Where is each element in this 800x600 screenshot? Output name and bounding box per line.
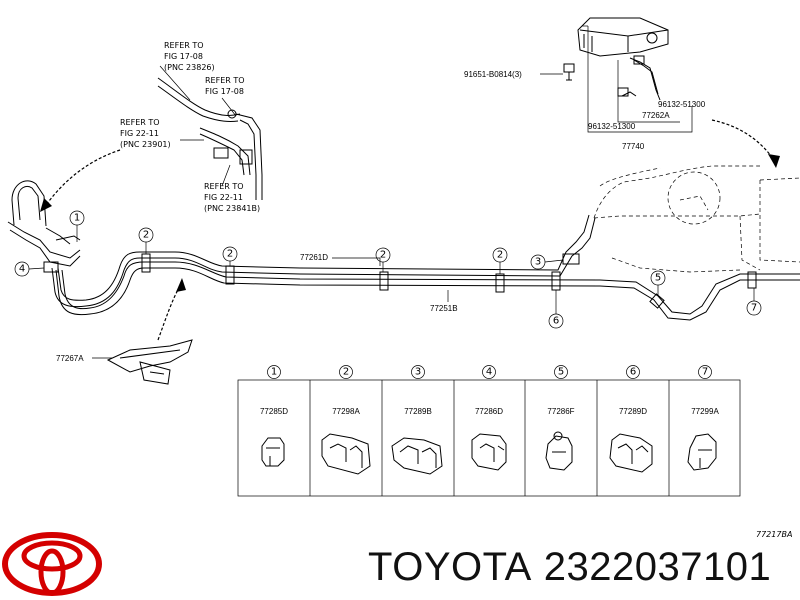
- part-label-bolt: 91651-B0814(3): [464, 70, 522, 79]
- clip-part-code: 77299A: [691, 407, 719, 416]
- canister-bracket: [587, 26, 693, 133]
- clip-number: 1: [271, 367, 277, 378]
- left-assembly: [7, 180, 81, 273]
- refer-block-3: REFER TO FIG 22-11 (PNC 23901): [120, 118, 171, 149]
- refer-block-4: REFER TO FIG 22-11 (PNC 23841B): [204, 182, 260, 213]
- engine-pipes: [157, 77, 263, 200]
- refer-3-line-3: (PNC 23901): [120, 140, 171, 149]
- fuel-tank-outline: [593, 165, 800, 273]
- part-label-hose-assy: 77262A: [642, 111, 670, 120]
- clip-part-code: 77285D: [260, 407, 288, 416]
- brand-name: TOYOTA: [368, 545, 532, 589]
- refer-1-line-1: REFER TO: [164, 41, 204, 50]
- part-label-tube-upper: 77261D: [300, 253, 328, 262]
- refer-block-1: REFER TO FIG 17-08 (PNC 23826): [164, 41, 215, 72]
- tube-clamps: [141, 253, 757, 309]
- callout-number: 3: [535, 257, 541, 268]
- clip-part-code: 77289D: [619, 407, 647, 416]
- clip-drawing-7: [687, 433, 717, 471]
- callout-number: 4: [19, 264, 25, 275]
- hose-bracket: [617, 60, 680, 123]
- fuel-tube-main: [51, 214, 800, 321]
- refer-3-line-1: REFER TO: [120, 118, 160, 127]
- refer-4-line-3: (PNC 23841B): [204, 204, 260, 213]
- canister-arrow: [711, 119, 775, 161]
- callouts: 1 2 2 2 2 3 4 5 6 7: [14, 210, 762, 329]
- refer-2-leader: [221, 97, 237, 117]
- clip-part-code: 77298A: [332, 407, 360, 416]
- canister-drawing: [577, 17, 669, 101]
- part-label-canister: 77740: [622, 142, 645, 151]
- callout-number: 2: [497, 250, 503, 261]
- refer-4-line-2: FIG 22-11: [204, 193, 243, 202]
- refer-1-leader: [159, 65, 191, 101]
- refer-2-line-2: FIG 17-08: [205, 87, 244, 96]
- callout-number: 6: [553, 316, 559, 327]
- refer-4-leader: [221, 164, 231, 187]
- toyota-logo: [2, 532, 102, 596]
- canister-arrow-head: [768, 154, 780, 168]
- clip-drawing-3: [391, 437, 443, 475]
- refer-4-line-1: REFER TO: [204, 182, 244, 191]
- callout-number: 2: [380, 250, 386, 261]
- callout-number: 7: [751, 303, 757, 314]
- clip-part-code: 77286D: [475, 407, 503, 416]
- figure-code: 77217BA: [756, 530, 792, 539]
- clip-number: 4: [486, 367, 492, 378]
- clip-number: 3: [415, 367, 421, 378]
- part-label-protector: 77267A: [56, 354, 84, 363]
- protector-arrow: [157, 285, 181, 341]
- part-label-tube-lower: 77251B: [430, 304, 458, 313]
- refer-3-arrow: [45, 149, 121, 206]
- clip-drawing-1: [261, 437, 285, 467]
- clip-part-code: 77286F: [547, 407, 574, 416]
- part-number: 2322037101: [543, 545, 772, 589]
- clip-number: 7: [702, 367, 708, 378]
- refer-1-line-3: (PNC 23826): [164, 63, 215, 72]
- callout-number: 2: [143, 230, 149, 241]
- clip-drawing-2: [321, 433, 371, 475]
- clip-number: 6: [630, 367, 636, 378]
- callout-number: 2: [227, 249, 233, 260]
- clip-part-code: 77289B: [404, 407, 432, 416]
- part-label-hose-right: 96132-51300: [658, 100, 706, 109]
- logo-horizontal-ring: [21, 540, 83, 572]
- logo-vertical-ring: [38, 548, 66, 596]
- clip-table-frame: [237, 379, 741, 497]
- part-label-hose-left: 96132-51300: [588, 122, 636, 131]
- clip-drawing-5: [545, 431, 573, 471]
- clip-number: 5: [558, 367, 564, 378]
- refer-1-line-2: FIG 17-08: [164, 52, 203, 61]
- clip-drawing-6: [609, 433, 653, 473]
- clip-drawing-4: [471, 433, 507, 471]
- callout-number: 5: [655, 273, 661, 284]
- clip-table: 1 2 3 4 5 6 7 77285D 77298A 77289B 77286…: [237, 365, 741, 497]
- refer-block-2: REFER TO FIG 17-08: [205, 76, 245, 96]
- refer-3-arrow-head: [40, 198, 52, 212]
- bolt-drawing: [540, 63, 575, 81]
- callout-number: 1: [74, 213, 80, 224]
- protector-drawing: [106, 339, 193, 385]
- refer-2-line-1: REFER TO: [205, 76, 245, 85]
- refer-3-line-2: FIG 22-11: [120, 129, 159, 138]
- clip-number: 2: [343, 367, 349, 378]
- protector-arrow-head: [176, 278, 186, 292]
